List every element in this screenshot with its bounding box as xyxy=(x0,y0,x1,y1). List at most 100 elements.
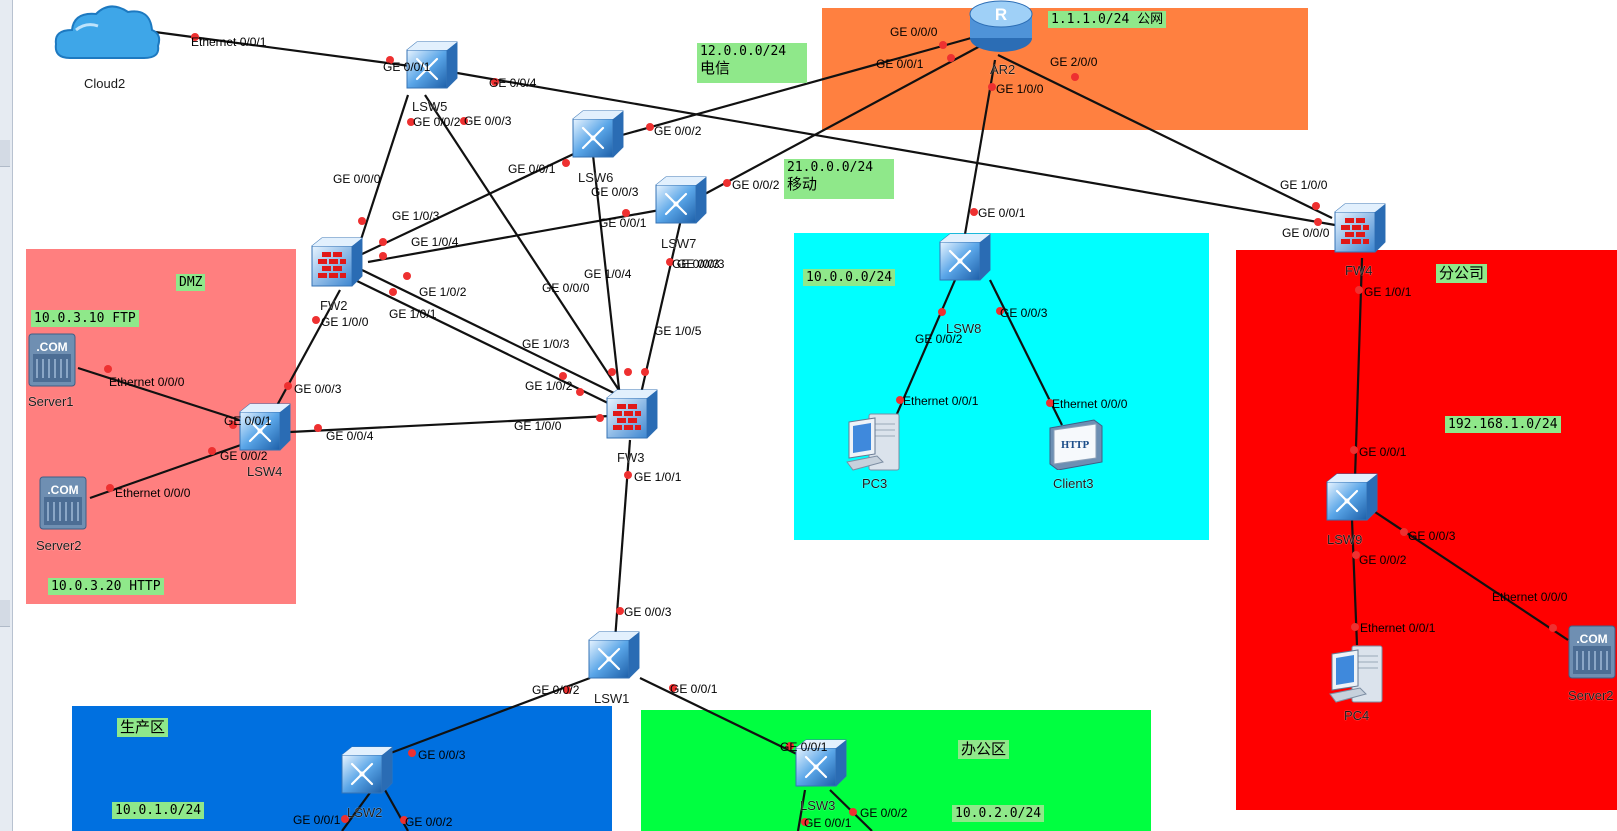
server1-label: Server1 xyxy=(28,394,74,409)
link-lsw5-fw2 xyxy=(353,94,410,259)
lsw3-label: LSW3 xyxy=(800,798,836,813)
link-lsw6-fw3 xyxy=(591,154,622,399)
port-label: GE 0/0/1 xyxy=(293,813,341,827)
pc3-pc-icon[interactable] xyxy=(845,412,903,479)
link-lsw7-fw3 xyxy=(638,214,684,399)
com-glyph: .COM xyxy=(1576,632,1607,646)
port-label: GE 0/0/2 xyxy=(1359,553,1407,567)
fw4-firewall-icon[interactable] xyxy=(1333,202,1389,261)
production-name-tag: 生产区 xyxy=(117,718,169,737)
fw2-firewall-icon[interactable] xyxy=(310,236,366,295)
port-label: GE 1/0/3 xyxy=(522,337,570,351)
port-label: GE 0/0/3 xyxy=(418,748,466,762)
public-subnet-tag: 1.1.1.0/24 公网 xyxy=(1048,11,1167,28)
port-label: GE 0/0/3 xyxy=(294,382,342,396)
port-label: GE 0/0/1 xyxy=(224,414,272,428)
port-label: GE 0/0/2 xyxy=(860,806,908,820)
lsw8-switch-icon[interactable] xyxy=(938,232,994,289)
link-lsw7-fw2 xyxy=(367,208,661,264)
pc4-pc-icon[interactable] xyxy=(1328,644,1386,711)
fw3-firewall-icon[interactable] xyxy=(605,388,661,447)
telecom-name: 电信 xyxy=(700,59,731,77)
port-label: GE 0/0/2 xyxy=(220,449,268,463)
pc3-label: PC3 xyxy=(862,476,888,491)
lsw2-label: LSW2 xyxy=(347,805,383,820)
port-label: GE 0/0/1 xyxy=(1359,445,1407,459)
lsw5-label: LSW5 xyxy=(412,99,448,114)
port-label: GE 1/0/3 xyxy=(392,209,440,223)
port-label: GE 0/0/2 xyxy=(915,332,963,346)
branch-subnet-tag: 192.168.1.0/24 xyxy=(1445,416,1561,433)
link-server2-lsw4 xyxy=(89,438,256,500)
port-label: GE 1/0/1 xyxy=(1364,285,1412,299)
link-lsw7-ar2 xyxy=(689,44,983,203)
lsw7-switch-icon[interactable] xyxy=(654,175,710,232)
fw3-label: FW3 xyxy=(617,450,645,465)
link-lsw3-down-a xyxy=(796,789,807,831)
port-label: GE 0/0/3 xyxy=(1408,529,1456,543)
public-zone xyxy=(822,8,1308,130)
branch-name-tag: 分公司 xyxy=(1436,264,1488,283)
edge-tab xyxy=(0,600,10,627)
link-lsw6-fw2 xyxy=(359,149,583,256)
link-fw2-fw3-b xyxy=(354,279,613,406)
lsw9-switch-icon[interactable] xyxy=(1325,472,1381,529)
port-label: GE 0/0/1 xyxy=(978,206,1026,220)
port-label: GE 0/0/3 xyxy=(624,605,672,619)
lsw4-label: LSW4 xyxy=(247,464,283,479)
port-label: Ethernet 0/0/0 xyxy=(109,375,185,389)
client3-label: Client3 xyxy=(1053,476,1094,491)
router-glyph: R xyxy=(995,5,1007,24)
port-label: GE 0/0/2 xyxy=(732,178,780,192)
ar2-label: AR2 xyxy=(990,62,1016,77)
server1-server-icon[interactable]: .COM xyxy=(27,332,77,393)
port-label: GE 1/0/1 xyxy=(389,307,437,321)
port-label: GE 0/0/1 xyxy=(383,60,431,74)
server2-server-icon[interactable]: .COM xyxy=(38,475,88,536)
port-label: GE 0/0/1 xyxy=(670,682,718,696)
port-label: GE 1/0/1 xyxy=(634,470,682,484)
link-lsw2-down-a xyxy=(341,789,373,831)
mobile-subnet: 21.0.0.0/24 xyxy=(787,160,874,175)
lsw2-switch-icon[interactable] xyxy=(340,745,396,802)
port-label: GE 0/0/0 xyxy=(333,172,381,186)
ftp-server-tag: 10.0.3.10 FTP xyxy=(31,310,139,327)
port-label: GE 0/0/3 xyxy=(591,185,639,199)
link-ar2-fw4 xyxy=(997,54,1333,219)
port-label: GE 0/0/3 xyxy=(672,257,720,271)
port-label: GE 0/0/1 xyxy=(508,162,556,176)
client3-http-icon[interactable]: HTTP xyxy=(1046,418,1106,475)
port-label: Ethernet 0/0/0 xyxy=(1492,590,1568,604)
telecom-subnet: 12.0.0.0/24 xyxy=(700,44,787,59)
edge-tab xyxy=(0,140,10,167)
server2-label: Server2 xyxy=(36,538,82,553)
branch-server-icon[interactable]: .COM xyxy=(1567,624,1617,685)
pc4-label: PC4 xyxy=(1344,708,1370,723)
port-label: GE 0/0/2 xyxy=(405,815,453,829)
port-label: GE 2/0/0 xyxy=(1050,55,1098,69)
branch-zone xyxy=(1236,250,1617,810)
office-subnet-tag: 10.0.2.0/24 xyxy=(952,805,1045,822)
port-label: GE 1/0/5 xyxy=(654,324,702,338)
fw4-label: FW4 xyxy=(1345,263,1373,278)
port-label: GE 0/0/4 xyxy=(326,429,374,443)
router-icon[interactable]: R xyxy=(968,0,1034,59)
port-label: GE 1/0/4 xyxy=(584,267,632,281)
port-label: GE 0/0/3 xyxy=(677,257,725,271)
lsw6-label: LSW6 xyxy=(578,170,614,185)
port-label: GE 0/0/2 xyxy=(654,124,702,138)
link-lsw2-down-b xyxy=(384,789,409,831)
lsw1-switch-icon[interactable] xyxy=(587,630,643,687)
port-label: Ethernet 0/0/1 xyxy=(1360,621,1436,635)
cloud-icon[interactable] xyxy=(52,0,162,75)
link-lsw1-lsw3 xyxy=(639,677,806,759)
link-fw4-lsw9 xyxy=(1353,257,1364,479)
production-subnet-tag: 10.0.1.0/24 xyxy=(112,802,205,819)
link-lsw4-fw3 xyxy=(289,414,611,434)
lsw6-switch-icon[interactable] xyxy=(571,109,627,166)
port-label: GE 1/0/2 xyxy=(419,285,467,299)
port-label: Ethernet 0/0/1 xyxy=(191,35,267,49)
port-label: GE 1/0/4 xyxy=(411,235,459,249)
lan8-subnet-tag: 10.0.0.0/24 xyxy=(803,269,896,286)
